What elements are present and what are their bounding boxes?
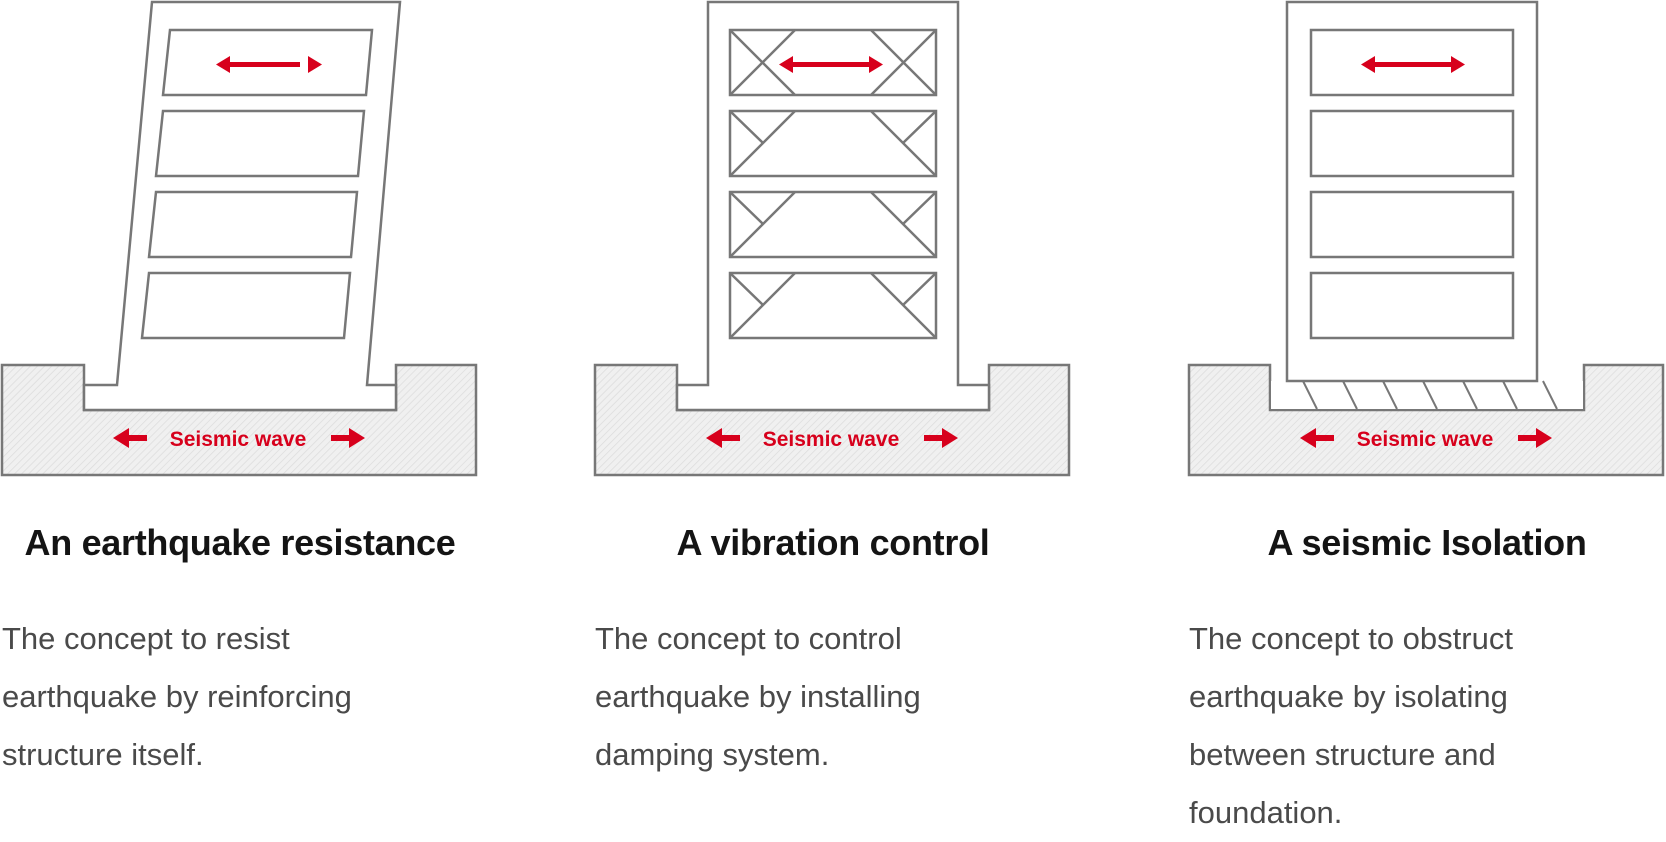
panel-title: A vibration control <box>676 522 990 563</box>
floor-window-4 <box>1309 271 1515 340</box>
description-line: earthquake by reinforcing <box>2 679 352 714</box>
panel-description: The concept to control earthquake by ins… <box>595 610 1075 784</box>
wave-arrow-right <box>1518 428 1552 448</box>
isolation-bearings <box>1302 380 1558 410</box>
wave-arrow-left <box>1300 428 1334 448</box>
seismic-wave-label: Seismic wave <box>170 428 307 451</box>
panel-description: The concept to obstruct earthquake by is… <box>1189 610 1666 842</box>
description-line: The concept to control <box>595 621 902 656</box>
panel-earthquake-resistance: Seismic wave An earthquake resistance Th… <box>0 0 480 816</box>
damper-floor-1 <box>728 28 938 97</box>
ground-foundation <box>593 363 1071 477</box>
isolation-gap <box>1271 381 1583 409</box>
description-line: foundation. <box>1189 795 1343 830</box>
wave-arrow-right <box>924 428 958 448</box>
panel-vibration-control: Seismic wave A vibration control The con… <box>593 0 1073 816</box>
floor-window-4 <box>140 271 352 340</box>
vibration-diagram: Seismic wave <box>593 0 1071 477</box>
description-line: The concept to resist <box>2 621 290 656</box>
panel-title: A seismic Isolation <box>1267 522 1587 563</box>
description-line: earthquake by isolating <box>1189 679 1508 714</box>
floor-window-3 <box>147 190 359 259</box>
floor-window-3 <box>1309 190 1515 259</box>
panel-seismic-isolation: Seismic wave A seismic Isolation The con… <box>1187 0 1666 830</box>
description-line: between structure and <box>1189 737 1496 772</box>
description-line: earthquake by installing <box>595 679 921 714</box>
floor-window-2 <box>1309 109 1515 178</box>
wave-arrow-left <box>706 428 740 448</box>
sway-arrow <box>779 56 883 73</box>
damper-floor-4 <box>728 271 938 340</box>
description-line: The concept to obstruct <box>1189 621 1513 656</box>
description-line: structure itself. <box>2 737 204 772</box>
seismic-wave-label: Seismic wave <box>763 428 900 451</box>
resistance-diagram: Seismic wave <box>0 0 478 477</box>
seismic-wave-label: Seismic wave <box>1357 428 1494 451</box>
wave-arrow-right <box>331 428 365 448</box>
panel-description: The concept to resist earthquake by rein… <box>2 610 482 784</box>
sway-arrow <box>216 56 322 73</box>
damper-floor-3 <box>728 190 938 259</box>
ground-foundation <box>0 363 478 477</box>
isolation-diagram: Seismic wave <box>1187 0 1665 477</box>
panel-title: An earthquake resistance <box>24 522 456 563</box>
damper-floor-2 <box>728 109 938 178</box>
sway-arrow <box>1361 56 1465 73</box>
floor-window-2 <box>154 109 366 178</box>
description-line: damping system. <box>595 737 830 772</box>
wave-arrow-left <box>113 428 147 448</box>
ground-foundation <box>1187 363 1665 477</box>
